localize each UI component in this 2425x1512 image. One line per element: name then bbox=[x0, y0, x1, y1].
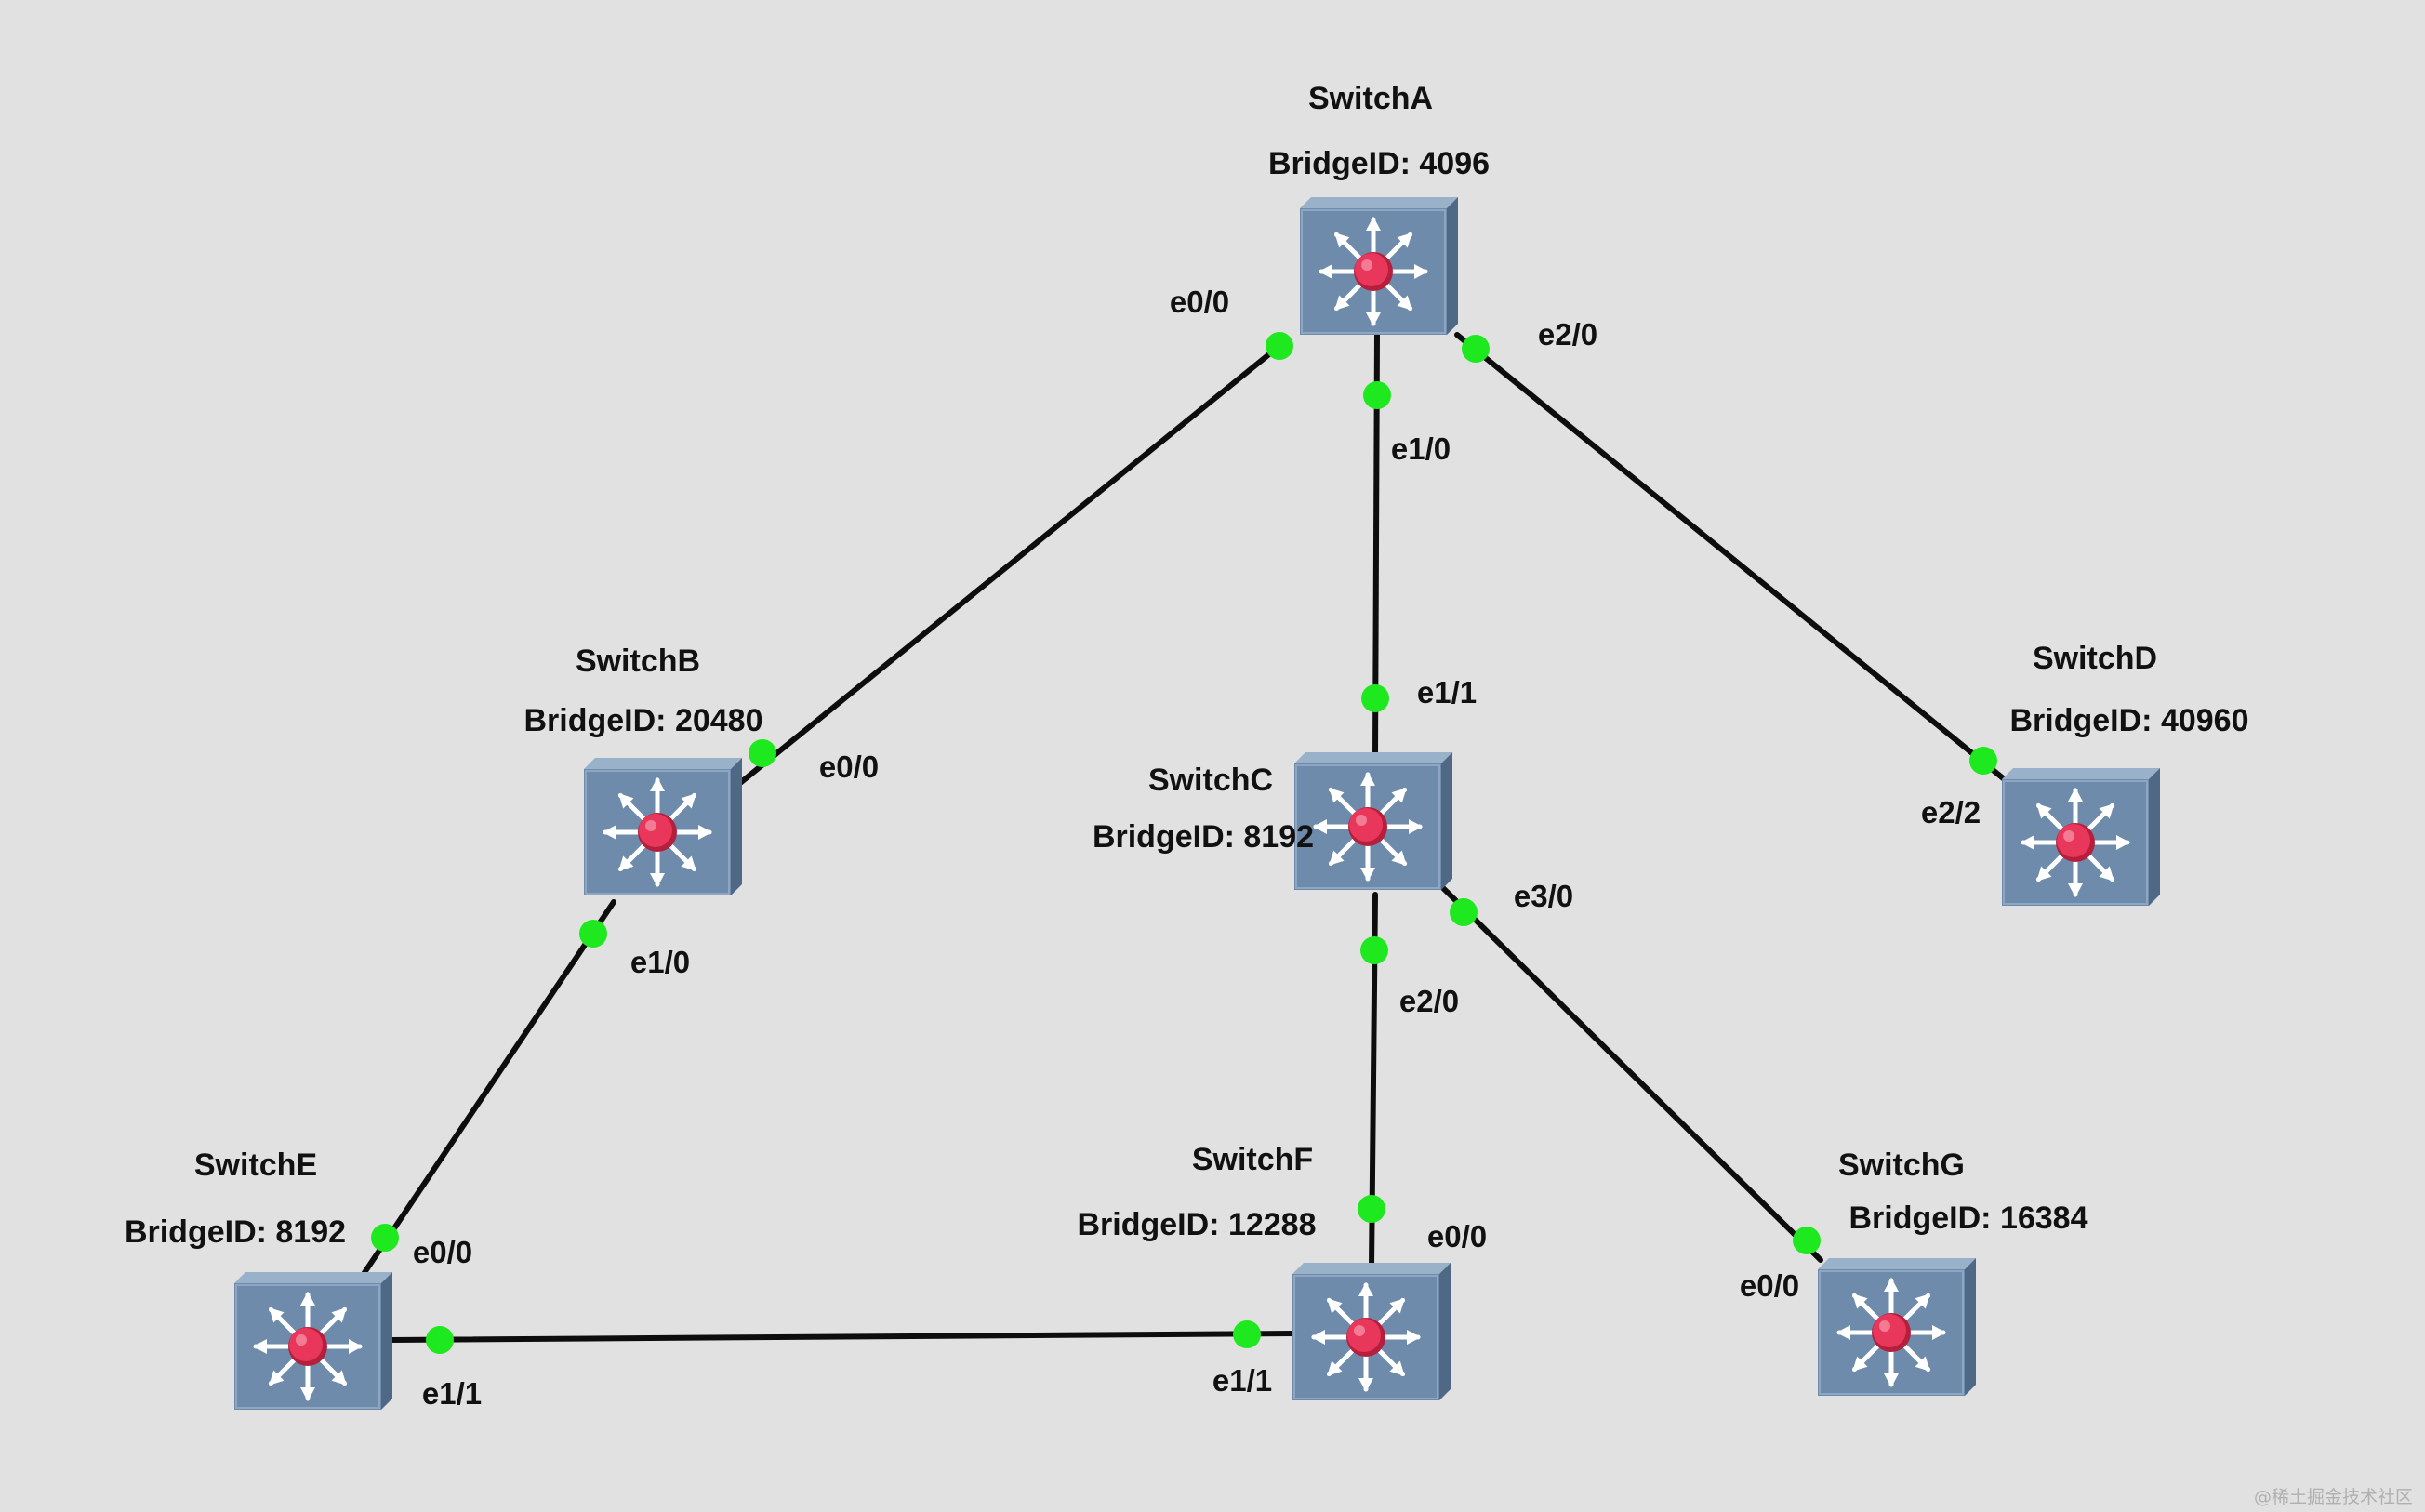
port-dot-a-e1-0[interactable] bbox=[1363, 381, 1391, 409]
bridge-id-f: BridgeID: 12288 bbox=[1078, 1207, 1317, 1242]
port-label-a-e2-0: e2/0 bbox=[1538, 317, 1597, 351]
port-label-e-e0-0: e0/0 bbox=[413, 1235, 472, 1269]
port-dot-f-e0-0[interactable] bbox=[1358, 1195, 1385, 1223]
port-dot-e-e0-0[interactable] bbox=[371, 1224, 399, 1252]
bridge-id-g: BridgeID: 16384 bbox=[1849, 1200, 2088, 1236]
switch-icon-a[interactable] bbox=[1300, 197, 1458, 335]
port-label-g-e0-0: e0/0 bbox=[1740, 1268, 1799, 1303]
port-label-a-e1-0: e1/0 bbox=[1391, 431, 1451, 466]
port-dot-c-e2-0[interactable] bbox=[1360, 936, 1388, 964]
port-label-c-e2-0: e2/0 bbox=[1399, 984, 1459, 1018]
port-dot-e-e1-1[interactable] bbox=[426, 1326, 454, 1354]
port-label-e-e1-1: e1/1 bbox=[422, 1376, 482, 1411]
port-dot-a-e2-0[interactable] bbox=[1462, 335, 1490, 363]
switch-icon-g[interactable] bbox=[1818, 1258, 1976, 1396]
port-label-c-e3-0: e3/0 bbox=[1514, 879, 1573, 913]
port-dot-f-e1-1[interactable] bbox=[1233, 1320, 1261, 1348]
port-label-f-e1-1: e1/1 bbox=[1212, 1363, 1272, 1398]
link-c-g bbox=[1440, 885, 1823, 1263]
port-dot-a-e0-0[interactable] bbox=[1266, 332, 1293, 360]
port-label-f-e0-0: e0/0 bbox=[1427, 1219, 1487, 1253]
port-label-a-e0-0: e0/0 bbox=[1170, 285, 1229, 319]
port-dot-c-e3-0[interactable] bbox=[1450, 898, 1478, 926]
switch-name-e: SwitchE bbox=[194, 1147, 317, 1183]
port-dot-b-e1-0[interactable] bbox=[579, 920, 607, 948]
switch-icon-e[interactable] bbox=[234, 1272, 392, 1410]
port-dots-layer bbox=[371, 332, 1997, 1354]
switch-name-a: SwitchA bbox=[1308, 81, 1433, 116]
switch-icon-c[interactable] bbox=[1294, 752, 1452, 890]
port-label-b-e1-0: e1/0 bbox=[630, 945, 690, 979]
link-a-d bbox=[1454, 332, 2009, 784]
port-label-c-e1-1: e1/1 bbox=[1417, 675, 1477, 710]
switch-icon-f[interactable] bbox=[1292, 1263, 1451, 1400]
port-label-b-e0-0: e0/0 bbox=[819, 749, 879, 784]
switch-icon-b[interactable] bbox=[584, 758, 742, 895]
bridge-id-b: BridgeID: 20480 bbox=[524, 703, 763, 738]
port-label-d-e2-2: e2/2 bbox=[1921, 795, 1981, 829]
switch-name-g: SwitchG bbox=[1838, 1147, 1965, 1183]
switch-icon-d[interactable] bbox=[2002, 768, 2160, 906]
link-e-f bbox=[388, 1331, 1297, 1343]
switch-name-d: SwitchD bbox=[2033, 641, 2157, 676]
switch-name-f: SwitchF bbox=[1192, 1142, 1313, 1177]
switch-name-b: SwitchB bbox=[576, 643, 700, 679]
port-dot-g-e0-0[interactable] bbox=[1793, 1227, 1821, 1254]
port-dot-b-e0-0[interactable] bbox=[749, 739, 776, 767]
port-dot-d-e2-2[interactable] bbox=[1969, 747, 1997, 775]
port-dot-c-e1-1[interactable] bbox=[1361, 684, 1389, 712]
bridge-id-d: BridgeID: 40960 bbox=[2010, 703, 2249, 738]
switches-layer bbox=[234, 197, 2160, 1410]
links-layer bbox=[361, 332, 2009, 1343]
bridge-id-e: BridgeID: 8192 bbox=[125, 1214, 346, 1250]
switch-name-c: SwitchC bbox=[1148, 763, 1273, 798]
watermark: @稀土掘金技术社区 bbox=[2254, 1487, 2413, 1507]
bridge-id-a: BridgeID: 4096 bbox=[1268, 146, 1490, 181]
bridge-id-c: BridgeID: 8192 bbox=[1093, 819, 1314, 855]
link-b-e bbox=[361, 899, 616, 1277]
link-a-b bbox=[737, 343, 1282, 786]
